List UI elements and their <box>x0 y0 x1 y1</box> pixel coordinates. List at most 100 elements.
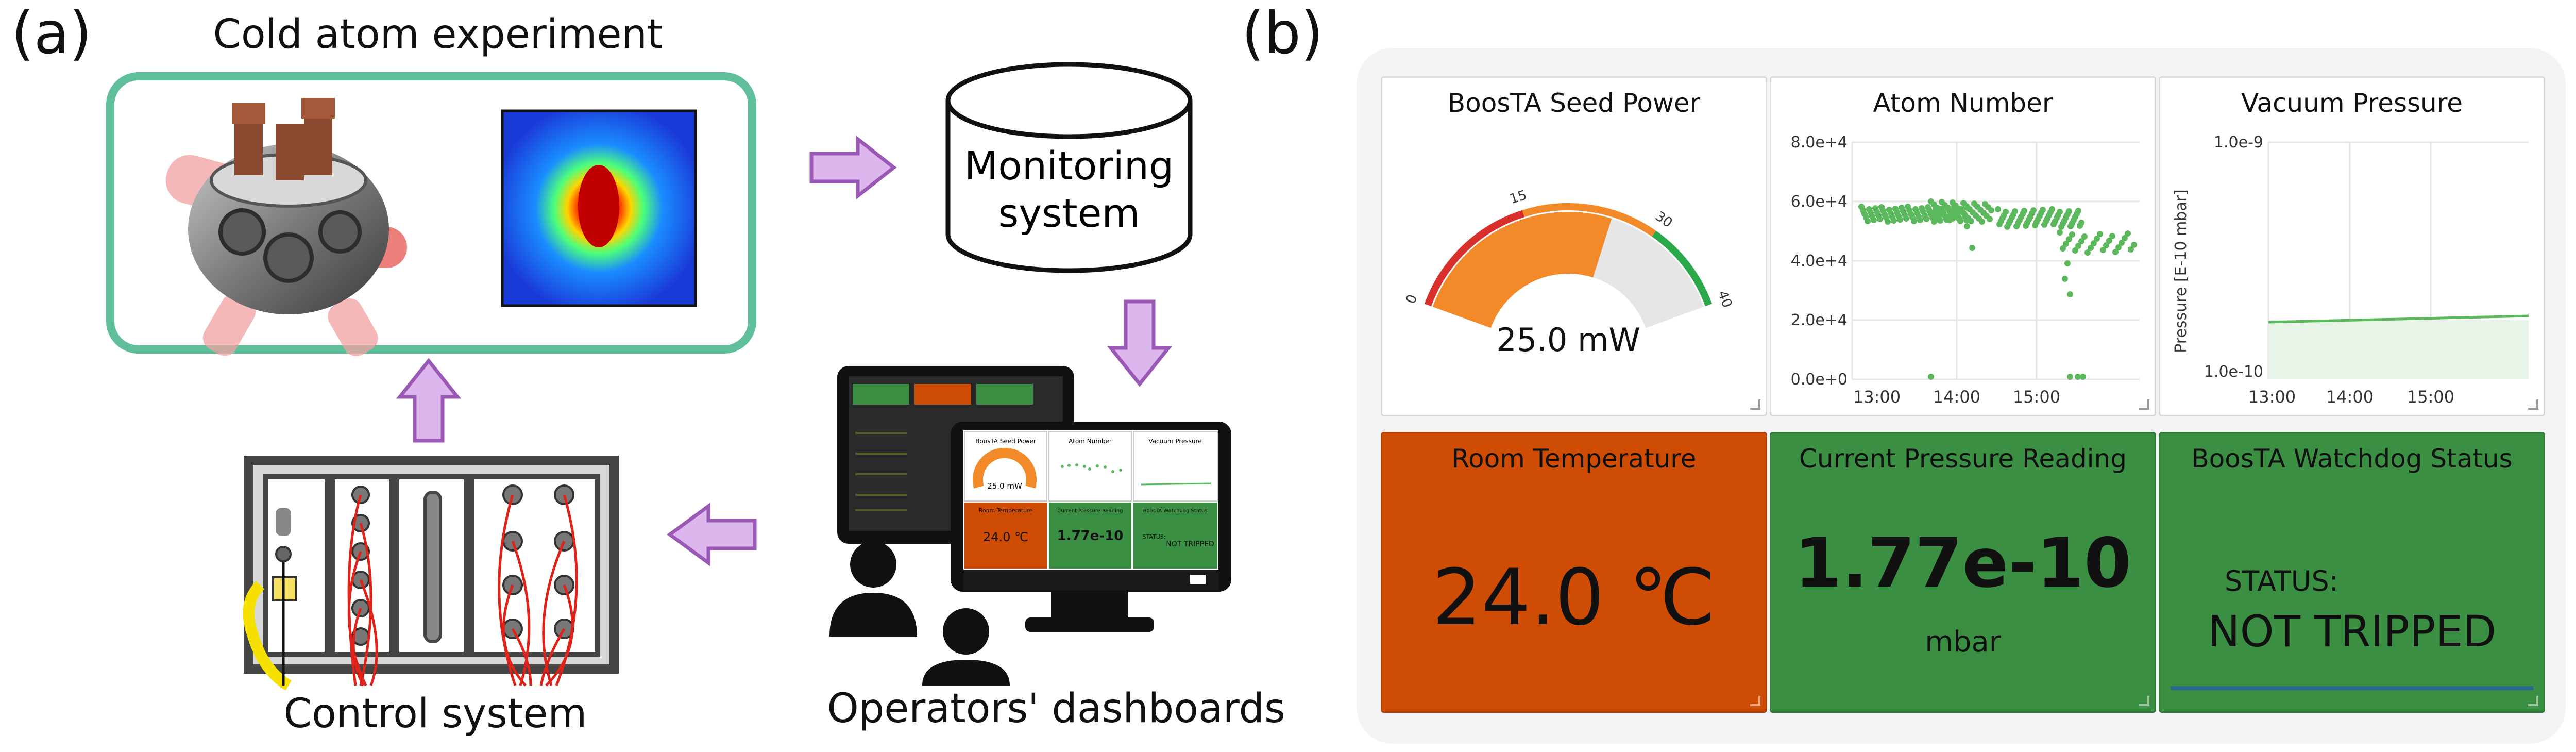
atom-xtick-2: 15:00 <box>2013 387 2060 407</box>
atom-point <box>2064 260 2071 266</box>
atom-point <box>2115 244 2122 250</box>
mini-status-value: NOT TRIPPED <box>1166 540 1214 548</box>
atom-point <box>2075 243 2081 249</box>
current-pressure-panel[interactable]: Current Pressure Reading 1.77e-10 mbar <box>1770 432 2156 713</box>
atom-ytick-1: 6.0e+4 <box>1791 193 1848 211</box>
atom-point <box>2103 242 2109 248</box>
atom-point <box>2057 209 2063 215</box>
resize-handle[interactable] <box>2528 696 2538 706</box>
atom-point <box>2088 245 2094 251</box>
atom-point <box>1979 219 1985 225</box>
watchdog-panel[interactable]: BoosTA Watchdog Status STATUS: NOT TRIPP… <box>2159 432 2545 713</box>
atom-point <box>2067 291 2073 297</box>
atom-point <box>1928 374 1934 380</box>
resize-handle[interactable] <box>2139 399 2149 410</box>
arrow-left-icon <box>667 503 757 566</box>
mini-gauge-value: 25.0 mW <box>987 481 1022 491</box>
vacuum-ytick-0: 1.0e-9 <box>2214 133 2263 152</box>
atom-number-panel[interactable]: Atom Number 8.0e+4 6.0e+4 4.0e+4 2.0e+4 … <box>1770 76 2156 416</box>
atom-point <box>1968 218 1974 224</box>
monitoring-line2: system <box>998 190 1140 236</box>
atom-point <box>2078 238 2084 244</box>
atom-ytick-2: 4.0e+4 <box>1791 252 1848 270</box>
vacuum-chamber-image <box>188 98 389 314</box>
control-rack <box>243 456 619 691</box>
atom-point <box>1957 218 1963 224</box>
atom-point <box>2003 209 2009 215</box>
atom-ytick-0: 8.0e+4 <box>1791 133 1848 152</box>
mini-status-label: STATUS: <box>1143 533 1166 540</box>
atom-point <box>2091 240 2097 246</box>
atom-point <box>2040 207 2046 213</box>
atom-point <box>1897 216 1903 223</box>
atom-point <box>1946 217 1953 223</box>
vacuum-ytick-1: 1.0e-10 <box>2204 363 2263 381</box>
atom-point <box>1964 223 1970 229</box>
resize-handle[interactable] <box>1750 696 1760 706</box>
mini-room-temp-value: 24.0 ℃ <box>983 530 1028 544</box>
atom-xtick-1: 14:00 <box>1933 387 1980 407</box>
atom-point <box>2066 208 2072 214</box>
gauge-tick-label: 30 <box>1652 209 1675 231</box>
current-pressure-value: 1.77e-10 <box>1794 524 2131 603</box>
atom-point <box>2060 245 2066 252</box>
monitor-front-icon <box>951 422 1231 632</box>
gauge-tick-label: 40 <box>1715 289 1735 310</box>
resize-handle[interactable] <box>1750 399 1760 410</box>
room-temperature-panel[interactable]: Room Temperature 24.0 ℃ <box>1381 432 1767 713</box>
panel-b-label: (b) <box>1242 0 1324 67</box>
atom-ytick-4: 0.0e+0 <box>1791 371 1848 389</box>
atom-point <box>2081 233 2088 240</box>
atom-number-plot: 8.0e+4 6.0e+4 4.0e+4 2.0e+4 0.0e+0 13:00… <box>1791 133 2140 407</box>
atom-point <box>1865 218 1871 224</box>
resize-handle[interactable] <box>2139 696 2149 706</box>
room-temperature-value: 24.0 ℃ <box>1432 553 1716 643</box>
mini-vacuum-title: Vacuum Pressure <box>1148 438 1201 445</box>
atom-point <box>2084 249 2091 256</box>
gauge-band-high <box>1652 230 1713 307</box>
atom-point <box>1931 219 1937 225</box>
watchdog-status-value: NOT TRIPPED <box>2207 606 2497 657</box>
gauge-band-low <box>1424 210 1524 307</box>
atom-point <box>2106 238 2112 244</box>
atom-point <box>1987 216 1993 222</box>
atom-point <box>1988 207 1994 213</box>
atom-xtick-0: 13:00 <box>1853 387 1901 407</box>
arrow-down-icon <box>1107 299 1173 387</box>
atom-point <box>2072 247 2078 254</box>
atom-point <box>1917 217 1923 223</box>
atom-point <box>1995 206 2001 212</box>
watchdog-underline <box>2171 686 2533 690</box>
atom-point <box>1871 217 1877 223</box>
atom-point <box>2069 231 2075 238</box>
room-temperature-title: Room Temperature <box>1451 444 1697 474</box>
atom-point <box>1923 216 1929 222</box>
gauge-tick-label: 0 <box>1403 293 1421 306</box>
atom-point <box>2131 242 2137 248</box>
atom-point <box>2062 276 2068 282</box>
vacuum-ylabel: Pressure [E-10 mbar] <box>2172 189 2190 353</box>
vacuum-xtick-2: 15:00 <box>2407 387 2454 407</box>
atom-point <box>2066 236 2072 242</box>
mini-watchdog-title: BoosTA Watchdog Status <box>1143 508 1208 514</box>
atom-point <box>2063 241 2069 247</box>
gauge-value-text: 25.0 mW <box>1496 321 1640 359</box>
atom-number-title: Atom Number <box>1873 88 2053 118</box>
control-system-caption: Control system <box>283 691 587 737</box>
resize-handle[interactable] <box>2528 399 2538 410</box>
vacuum-pressure-panel[interactable]: Vacuum Pressure 1.0e-9 1.0e-10 Pressure … <box>2159 76 2545 416</box>
gauge-tick-label: 15 <box>1508 188 1529 208</box>
mini-room-temp-title: Room Temperature <box>979 507 1033 514</box>
panel-a-graphics: Monitoring system <box>106 62 1231 691</box>
atom-ytick-3: 2.0e+4 <box>1791 311 1848 329</box>
operators-dashboards-caption: Operators' dashboards <box>827 686 1285 732</box>
current-pressure-title: Current Pressure Reading <box>1799 444 2127 474</box>
atom-point <box>1885 219 1891 225</box>
experiment-caption: Cold atom experiment <box>213 11 663 58</box>
atom-point <box>2119 240 2125 246</box>
atom-point <box>1891 218 1897 224</box>
atom-point <box>2125 230 2131 237</box>
atom-point <box>2078 220 2084 226</box>
gauge-band-mid <box>1522 203 1656 237</box>
